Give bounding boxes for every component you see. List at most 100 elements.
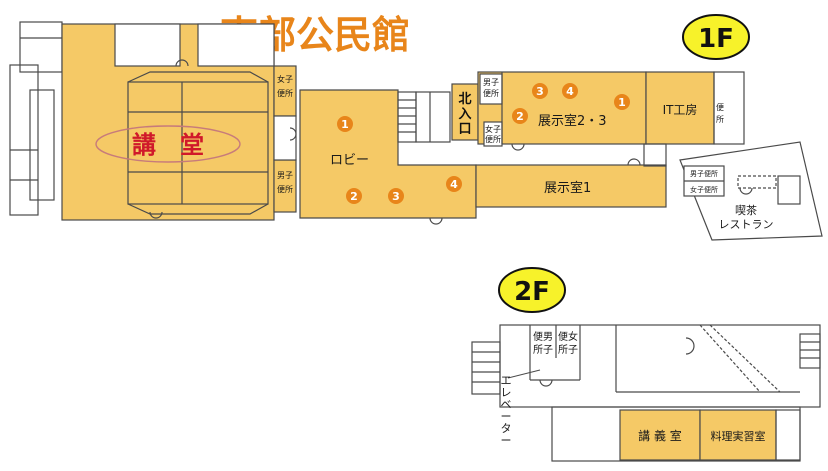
hall-label-ring: [95, 125, 241, 163]
wall: [273, 115, 297, 161]
toilet-office-2: 所: [716, 114, 724, 124]
marker: 4: [446, 176, 462, 192]
marker-circle: [446, 176, 462, 192]
north-entrance-label-1: 北: [458, 92, 471, 107]
elevator-char: ー: [501, 410, 512, 423]
door: [739, 187, 753, 195]
it-room: [645, 71, 715, 145]
elevator-char: ベ: [501, 398, 512, 411]
toilet-men-left-2: 便所: [277, 184, 293, 194]
marker-circle: [614, 94, 630, 110]
door: [539, 379, 553, 387]
marker-label: 1: [618, 96, 626, 109]
marker-label: 3: [536, 85, 544, 98]
elevator-char: タ: [501, 422, 512, 435]
lecture-room-label: 講 義 室: [638, 428, 682, 443]
cafe-area: [679, 141, 823, 241]
toilet-office-1: 便: [716, 102, 724, 112]
toilet-men-mid-1: 男子: [483, 78, 499, 87]
cooking-room-label: 料理実習室: [711, 429, 766, 443]
route-markers: 1 2 3 4 3 4 2 1: [337, 83, 630, 204]
wall: [709, 324, 781, 393]
toilet-women-right: 女子便所: [690, 185, 718, 194]
marker: 2: [512, 108, 528, 124]
door: [429, 217, 443, 225]
marker-circle: [337, 116, 353, 132]
marker: 1: [337, 116, 353, 132]
marker-circle: [388, 188, 404, 204]
marker-label: 4: [566, 85, 574, 98]
wall: [415, 91, 451, 143]
toilet-men-mid-2: 便所: [483, 88, 499, 98]
marker-label: 2: [516, 110, 524, 123]
marker-circle: [562, 83, 578, 99]
elevator-char: エ: [501, 374, 512, 387]
badge-label: 1F: [698, 24, 734, 54]
badge-label: 2F: [514, 277, 550, 307]
cafe-label-1: 喫茶: [735, 204, 757, 217]
floor-1f: [9, 21, 823, 241]
north-entrance-label-3: 口: [458, 122, 471, 137]
toilet-men-2f-1: 便男: [533, 330, 553, 343]
exhibit-room-1: [475, 164, 667, 208]
lobby-label: ロビー: [330, 153, 369, 168]
floor-2f: [471, 324, 821, 462]
door: [289, 127, 297, 141]
elevator-char: ー: [501, 434, 512, 447]
door: [175, 59, 189, 67]
marker: 1: [614, 94, 630, 110]
wall: [699, 324, 761, 393]
toilet-women-mid-1: 女子: [485, 124, 501, 134]
north-entrance-label-2: 入: [458, 107, 471, 122]
elevator-char: レ: [501, 386, 512, 399]
hall-upper: [114, 23, 181, 67]
wall: [777, 175, 801, 205]
stage-curve: [127, 71, 269, 83]
wall: [713, 71, 745, 145]
toilet-men-right: 男子便所: [690, 169, 718, 178]
door: [511, 143, 525, 151]
stairs: [799, 333, 821, 369]
toilet-men-2f-2: 所子: [533, 344, 553, 356]
elevator-pointer: [507, 369, 541, 379]
marker: 2: [346, 188, 362, 204]
wall: [643, 143, 667, 167]
cafe-label-2: レストラン: [719, 218, 774, 231]
toilet-men-left-1: 男子: [277, 171, 293, 180]
badge-ellipse: [682, 14, 750, 60]
marker: 3: [388, 188, 404, 204]
exhibit1-label: 展示室1: [544, 180, 591, 196]
wall: [775, 409, 801, 461]
toilet-women-left-1: 女子: [277, 74, 293, 84]
badge-ellipse: [498, 267, 566, 313]
stairs: [471, 341, 501, 395]
labels-2f: 講 義 室 料理実習室 便男 所子 便女 所子 エ レ ベ ー タ ー: [501, 330, 766, 447]
toilet-women-left-2: 便所: [277, 88, 293, 98]
toilet-women-2f-2: 所子: [558, 344, 578, 356]
marker: 3: [532, 83, 548, 99]
labels-1f: 講 堂 ロビー 北 入 口 展示室2・3 IT工房 展示室1 喫茶 レストラン …: [95, 74, 774, 231]
marker-label: 1: [341, 118, 349, 131]
wall: [737, 175, 777, 189]
door: [149, 211, 163, 219]
marker-circle: [512, 108, 528, 124]
marker-label: 2: [350, 190, 358, 203]
lecture-room: [619, 409, 701, 461]
north-entrance: [451, 83, 479, 141]
stage: [127, 81, 269, 205]
stage-curve: [127, 203, 269, 215]
marker-label: 4: [450, 178, 458, 191]
door: [685, 337, 695, 355]
floor-badge-2f: 2F: [498, 267, 566, 313]
marker-circle: [532, 83, 548, 99]
toilet-women-mid-2: 便所: [485, 134, 501, 144]
hall-upper-right: [197, 23, 275, 67]
wall: [9, 64, 39, 216]
exhibit23-label: 展示室2・3: [538, 113, 607, 129]
toilet-women-2f-1: 便女: [558, 330, 578, 343]
floor-badge-1f: 1F: [682, 14, 750, 60]
it-room-label: IT工房: [663, 102, 698, 117]
wall: [29, 89, 55, 201]
door: [627, 158, 641, 166]
